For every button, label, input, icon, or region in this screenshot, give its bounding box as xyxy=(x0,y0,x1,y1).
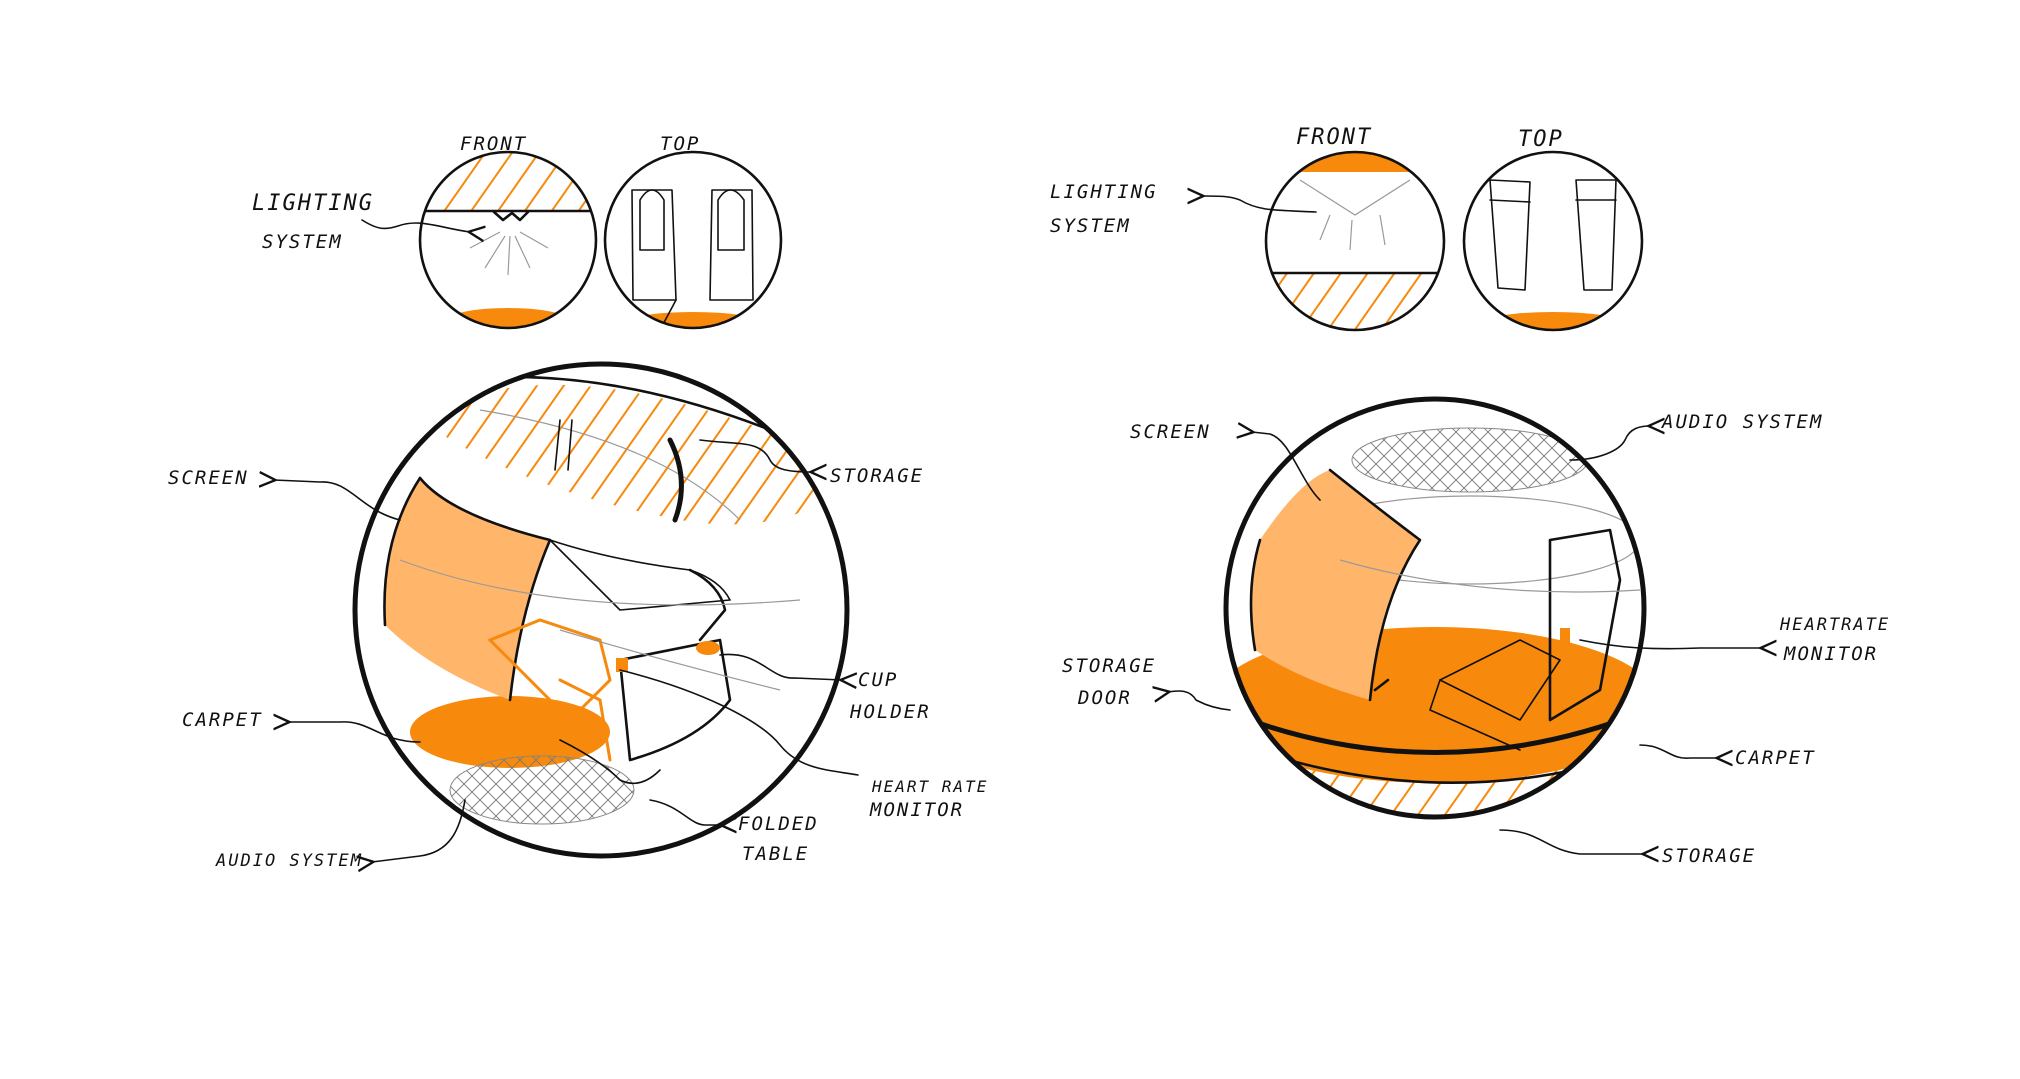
left-callout-cup-line2: HOLDER xyxy=(849,701,931,723)
right-main-sphere xyxy=(1223,396,1647,820)
left-hrm-leader xyxy=(619,669,859,776)
right-callout-audio: AUDIO SYSTEM xyxy=(1661,411,1823,433)
right-callout-hrm-line1: HEARTRATE xyxy=(1779,615,1890,635)
right-callout-screen: SCREEN xyxy=(1130,421,1211,443)
right-callout-storage: STORAGE xyxy=(1662,845,1756,867)
left-front-title: FRONT xyxy=(460,133,527,155)
right-carpet-leader xyxy=(1639,744,1718,758)
left-storage-leader xyxy=(699,439,812,472)
right-callout-carpet: CARPET xyxy=(1735,747,1816,769)
left-top-view: TOP xyxy=(603,133,783,330)
left-callout-storage: STORAGE xyxy=(830,465,924,487)
right-screen-leader xyxy=(1252,432,1321,501)
left-callout-lighting-line2: SYSTEM xyxy=(262,231,343,253)
left-callout-carpet: CARPET xyxy=(182,709,263,731)
right-lighting-leader xyxy=(1202,196,1317,213)
right-audio-leader xyxy=(1569,426,1650,461)
left-front-view: FRONT xyxy=(418,133,598,330)
left-callout-cup-line1: CUP xyxy=(858,669,898,691)
right-front-view: FRONT xyxy=(1264,125,1446,332)
right-concept: FRONT TOP LIGHTING SYSTEM xyxy=(1050,125,1890,867)
right-storage-leader xyxy=(1499,829,1644,854)
left-audio-leader xyxy=(372,799,466,862)
left-top-title: TOP xyxy=(660,133,700,155)
right-top-title: TOP xyxy=(1518,127,1564,152)
left-table-leader xyxy=(649,799,722,825)
left-callout-table-line2: TABLE xyxy=(742,843,809,865)
right-storage-door-leader xyxy=(1168,691,1231,711)
left-callout-screen: SCREEN xyxy=(168,467,249,489)
left-callout-audio: AUDIO SYSTEM xyxy=(215,851,363,871)
right-top-view: TOP xyxy=(1462,127,1644,332)
left-lighting-leader xyxy=(361,219,470,232)
left-screen-leader xyxy=(274,480,401,521)
left-concept: FRONT TOP LIGHTING xyxy=(168,133,988,871)
left-callout-lighting-line1: LIGHTING xyxy=(252,191,374,216)
left-carpet-leader xyxy=(288,722,421,743)
right-callout-lighting-line2: SYSTEM xyxy=(1050,215,1131,237)
left-cup-leader xyxy=(719,653,842,680)
right-callout-hrm-line2: MONITOR xyxy=(1783,643,1878,665)
right-callout-lighting-line1: LIGHTING xyxy=(1050,181,1158,203)
left-main-sphere xyxy=(352,361,850,859)
left-callout-hrm-line2: MONITOR xyxy=(869,799,964,821)
right-hrm-leader xyxy=(1579,639,1762,649)
right-callout-storage-door-line2: DOOR xyxy=(1077,687,1132,709)
left-callout-table-line1: FOLDED xyxy=(738,813,819,835)
right-callout-storage-door-line1: STORAGE xyxy=(1062,655,1156,677)
left-callout-hrm-line1: HEART RATE xyxy=(871,777,988,796)
right-front-title: FRONT xyxy=(1296,125,1372,150)
